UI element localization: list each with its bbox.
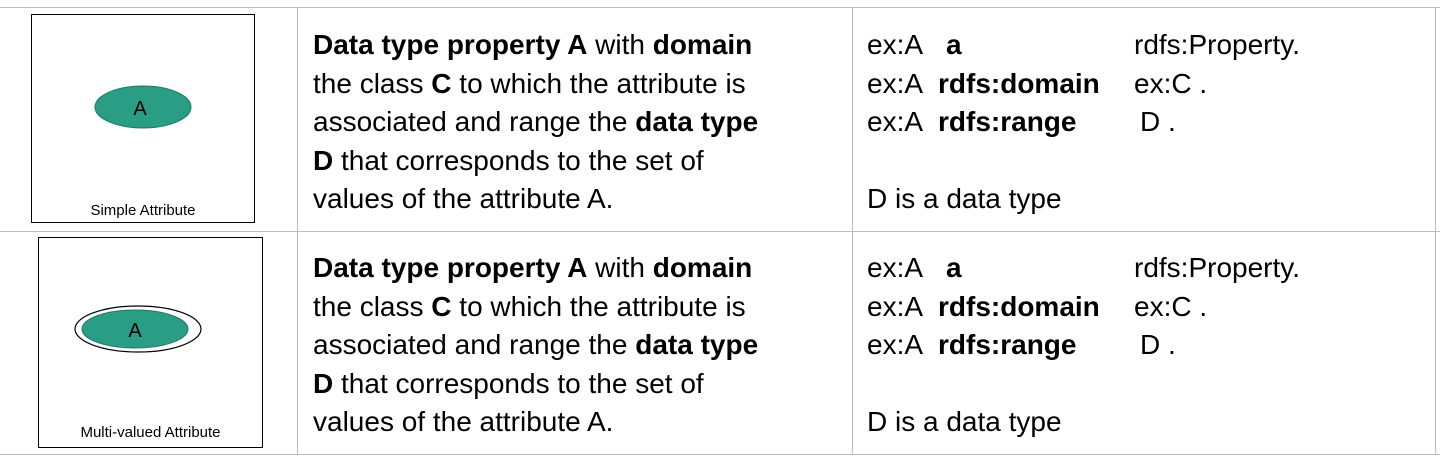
row-description: Data type property A with domain the cla… [313,252,759,437]
triple-note: D is a data type [867,183,1062,214]
table-border-right [1435,7,1436,455]
row-description: Data type property A with domain the cla… [313,29,759,214]
table-border-bottom [0,454,1440,455]
table-row: A Multi-valued Attribute Data type prope… [0,231,1440,454]
simple-attribute-diagram: A [94,85,192,129]
multivalued-attribute-diagram: A [74,305,202,353]
triple-line: ex:A a rdfs:Property. [867,29,1300,60]
triple-line: ex:A a rdfs:Property. [867,252,1300,283]
figure-caption: Simple Attribute [90,202,196,219]
attribute-ellipse [81,309,189,349]
figure-caption: Multi-valued Attribute [80,424,221,441]
table-row-divider [0,231,1440,232]
triple-line: ex:A rdfs:domain ex:C . [867,67,1208,99]
column-divider-1 [297,7,298,455]
triple-line: ex:A rdfs:range D . [867,106,1176,137]
triple-note: D is a data type [867,406,1062,437]
rdf-triples: ex:A a rdfs:Property. ex:A rdfs:domain e… [867,26,1427,219]
attribute-ellipse [94,85,192,129]
triple-line: ex:A rdfs:range D . [867,329,1176,360]
column-divider-2 [852,7,853,455]
simple-attribute-figure: A Simple Attribute [31,14,255,223]
rdf-triples: ex:A a rdfs:Property. ex:A rdfs:domain e… [867,249,1427,442]
attribute-label: A [128,320,142,342]
triple-line: ex:A rdfs:domain ex:C . [867,290,1208,322]
table-border-top [0,7,1440,8]
table-row: A Simple Attribute Data type property A … [0,7,1440,231]
multivalued-attribute-figure: A Multi-valued Attribute [38,237,263,448]
attribute-label: A [133,98,147,120]
